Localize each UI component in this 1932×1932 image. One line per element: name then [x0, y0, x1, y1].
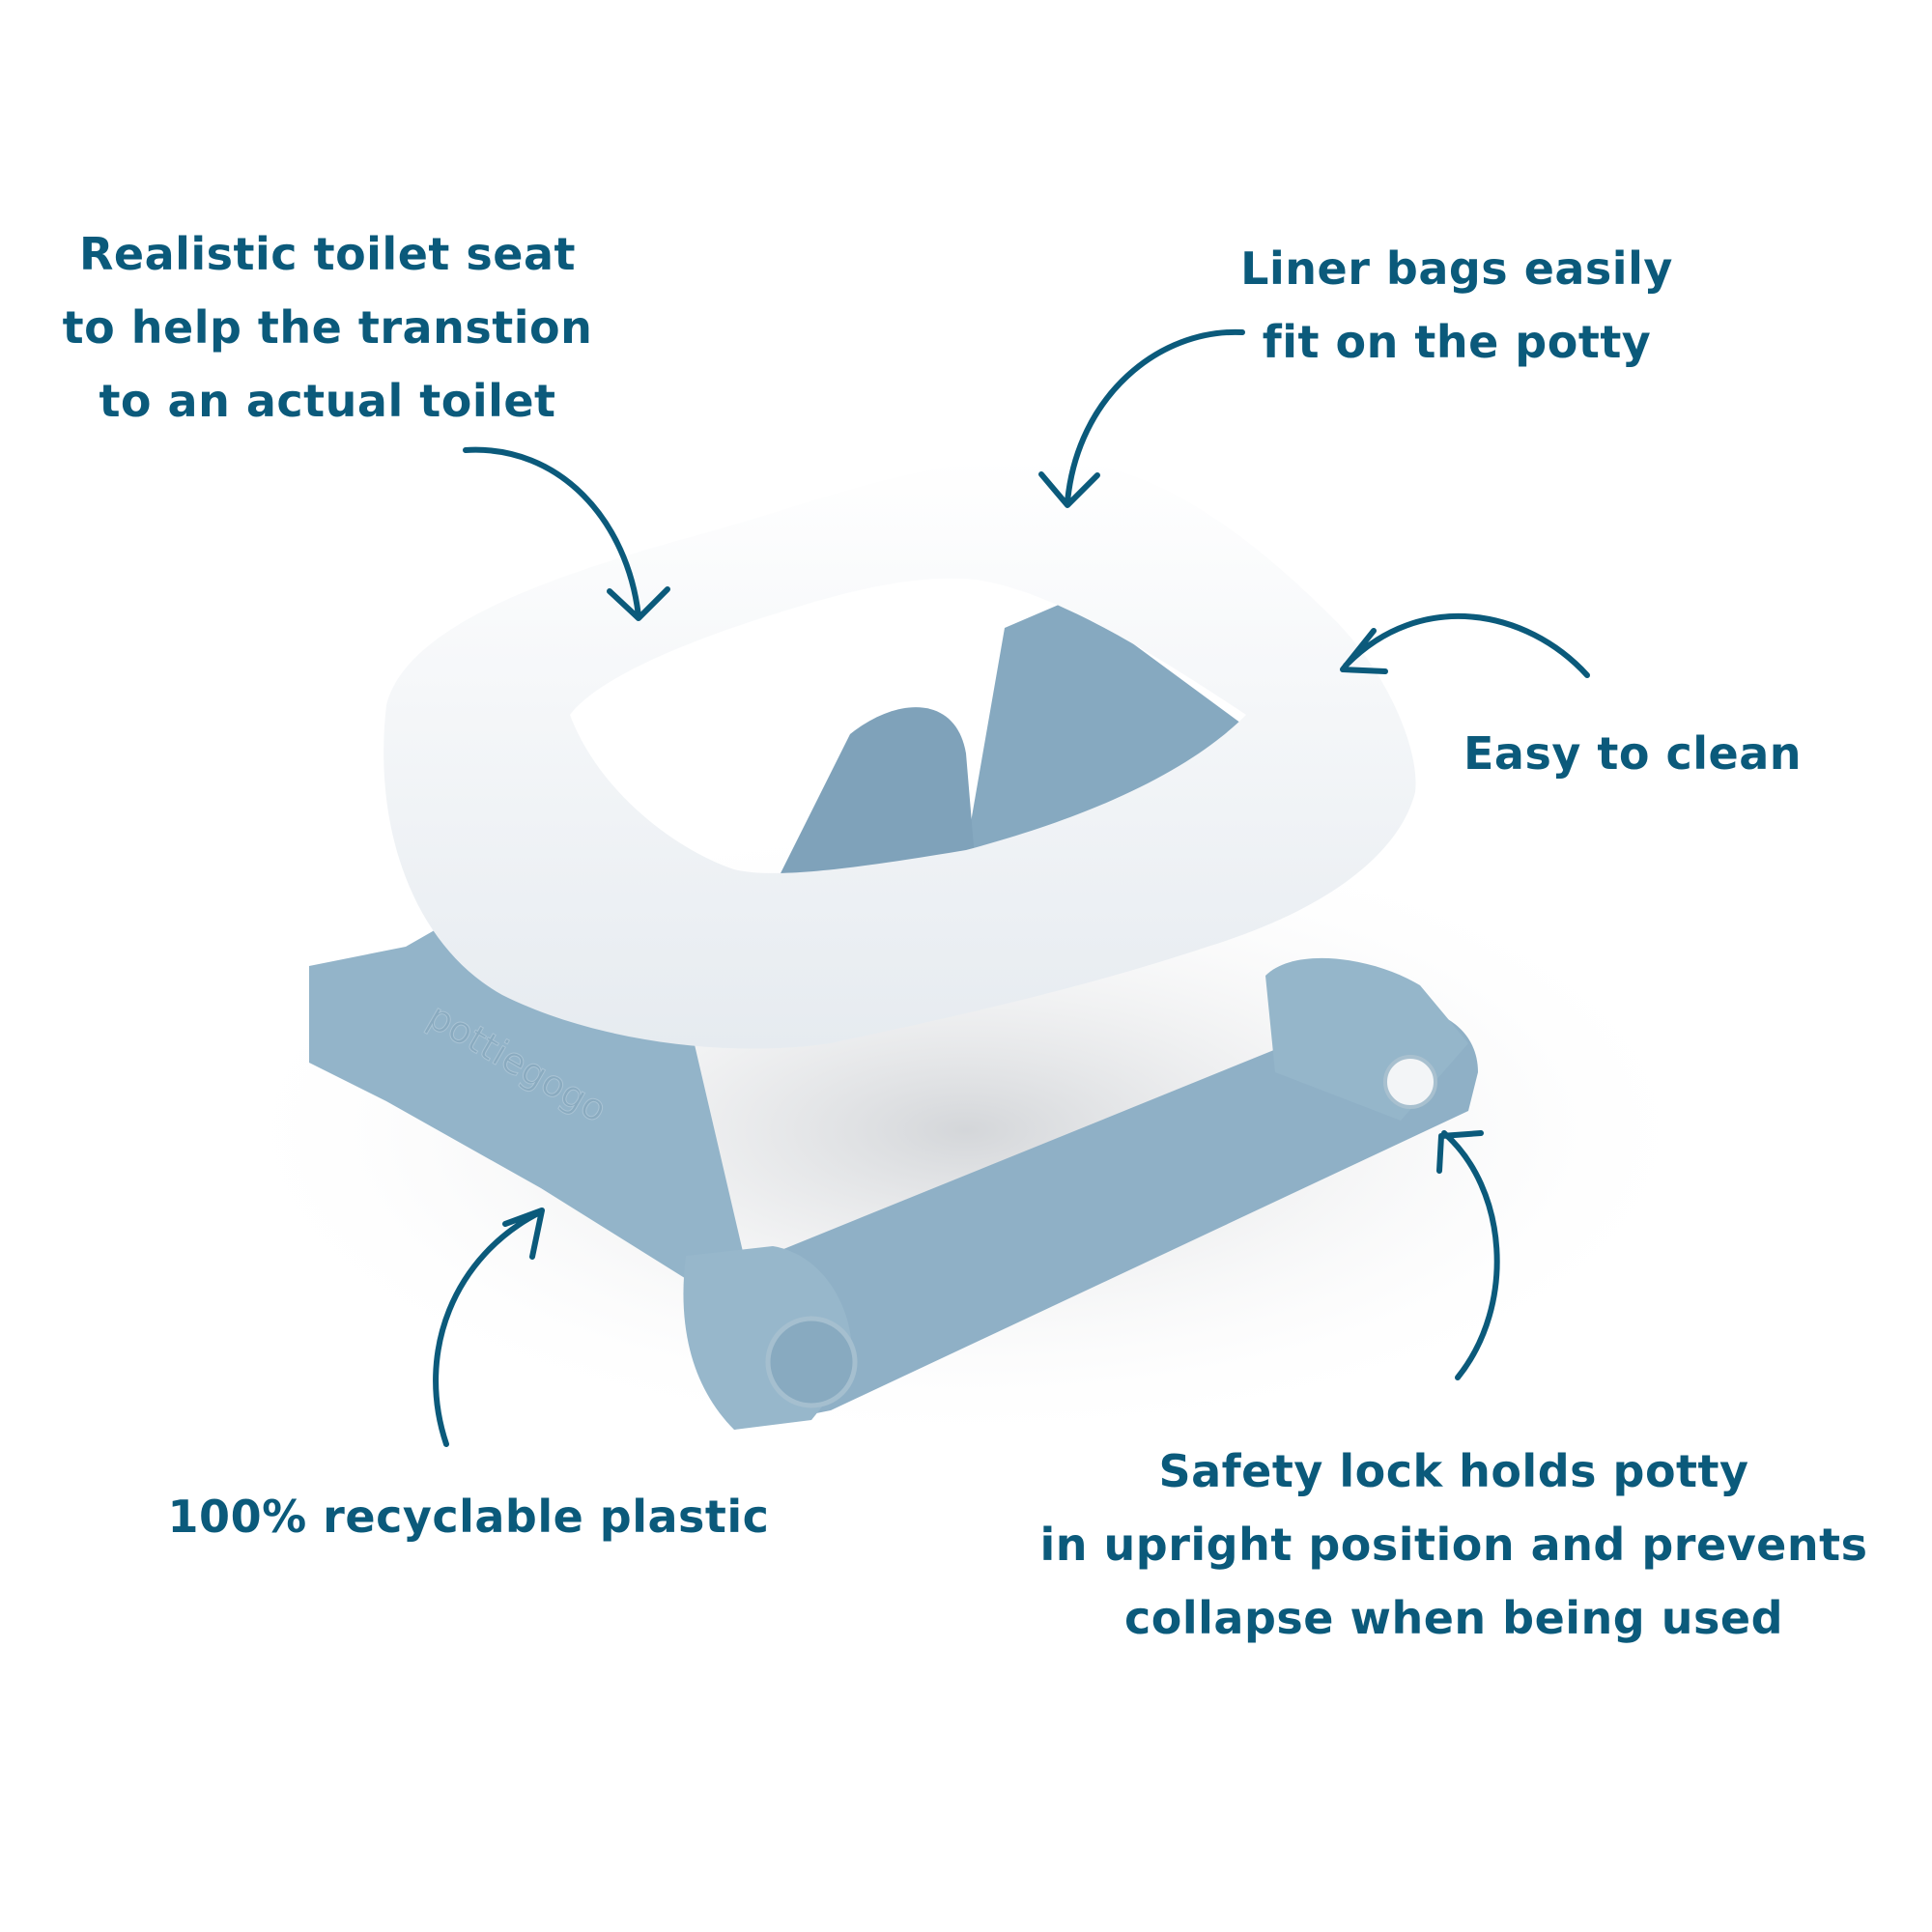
callout-line: Safety lock holds potty: [1158, 1445, 1749, 1497]
callout-line: Realistic toilet seat: [78, 228, 577, 280]
arrow-clean: [1340, 612, 1590, 678]
front-hinge-cap: [765, 1316, 858, 1408]
arrow-plastic: [433, 1208, 545, 1447]
callout-clean: Easy to clean: [1463, 717, 1802, 790]
safety-lock-button: [1383, 1055, 1437, 1109]
callout-line: Liner bags easily: [1240, 242, 1673, 295]
callout-arrows: [433, 328, 1590, 1447]
callout-line: fit on the potty: [1262, 316, 1652, 368]
arrow-lock: [1436, 1130, 1500, 1380]
right-base-bar: [696, 1007, 1478, 1430]
callout-line: 100% recyclable plastic: [167, 1491, 770, 1543]
arrow-liner: [1038, 328, 1245, 508]
callout-line: to help the transtion: [62, 301, 593, 354]
arrow-seat: [463, 446, 670, 621]
callout-seat: Realistic toilet seat to help the transt…: [63, 217, 593, 438]
callout-plastic: 100% recyclable plastic: [168, 1480, 770, 1553]
callout-liner: Liner bags easily fit on the potty: [1240, 232, 1673, 379]
callout-line: to an actual toilet: [99, 375, 556, 427]
callout-line: collapse when being used: [1123, 1592, 1784, 1644]
seat-inner-bowl: [773, 707, 976, 889]
potty-seat-ring: [384, 458, 1416, 1049]
callout-line: Easy to clean: [1463, 727, 1802, 780]
callout-line: in upright position and prevents: [1039, 1519, 1868, 1571]
callout-lock: Safety lock holds potty in upright posit…: [1040, 1435, 1868, 1655]
